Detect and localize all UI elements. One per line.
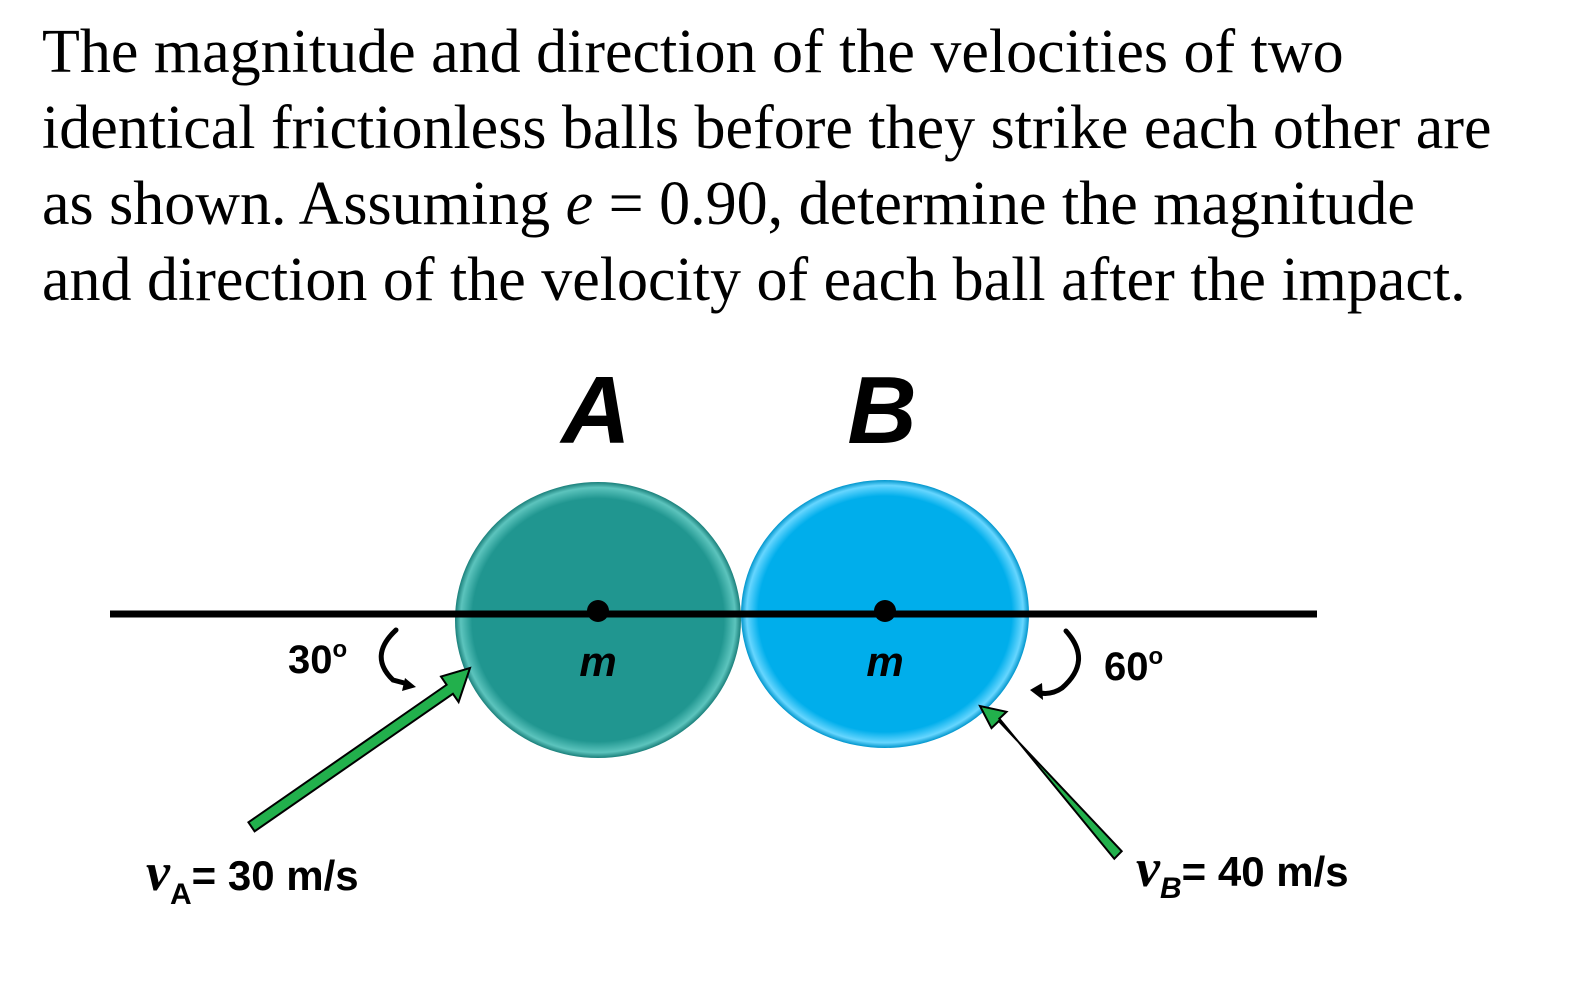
ball-a-center-dot — [587, 600, 609, 622]
angle-a-arc — [378, 627, 411, 687]
problem-line-2: identical frictionless balls before they… — [42, 94, 1492, 162]
velocity-a-arrow — [247, 666, 472, 833]
angle-a-value: 30 — [288, 638, 333, 682]
problem-statement: The magnitude and direction of the veloc… — [42, 14, 1552, 318]
velocity-b-subscript: B — [1160, 872, 1182, 905]
velocity-b-arrow — [978, 704, 1124, 861]
angle-a-label: 30o — [288, 636, 347, 682]
ball-b-center-dot — [874, 600, 896, 622]
angle-a-arrowhead — [402, 678, 416, 691]
problem-line-1: The magnitude and direction of the veloc… — [42, 18, 1344, 86]
ball-b-mass-label: m — [866, 638, 903, 685]
problem-line-3-start: as shown. Assuming — [42, 170, 566, 238]
angle-b-arc — [1037, 628, 1082, 696]
angle-a-degree-sign: o — [333, 636, 348, 663]
velocity-b-label: vB= 40 m/s — [1136, 838, 1349, 905]
velocity-a-symbol: v — [146, 842, 171, 902]
angle-b-arrowhead — [1030, 683, 1043, 700]
problem-line-3-end: = 0.90, determine the magnitude — [593, 170, 1415, 238]
angle-b-label: 60o — [1104, 643, 1163, 689]
velocity-b-symbol: v — [1136, 838, 1161, 898]
ball-a-label: A — [559, 357, 630, 464]
velocity-a-value: = 30 m/s — [192, 852, 359, 899]
ball-b-label: B — [847, 357, 916, 464]
angle-b-degree-sign: o — [1149, 643, 1164, 670]
velocity-b-value: = 40 m/s — [1182, 848, 1349, 895]
ball-a-mass-label: m — [579, 638, 616, 685]
angle-b-value: 60 — [1104, 645, 1149, 689]
problem-line-4: and direction of the velocity of each ba… — [42, 246, 1466, 314]
restitution-variable: e — [565, 170, 594, 238]
velocity-a-subscript: A — [170, 878, 192, 911]
velocity-a-label: vA= 30 m/s — [146, 842, 359, 911]
